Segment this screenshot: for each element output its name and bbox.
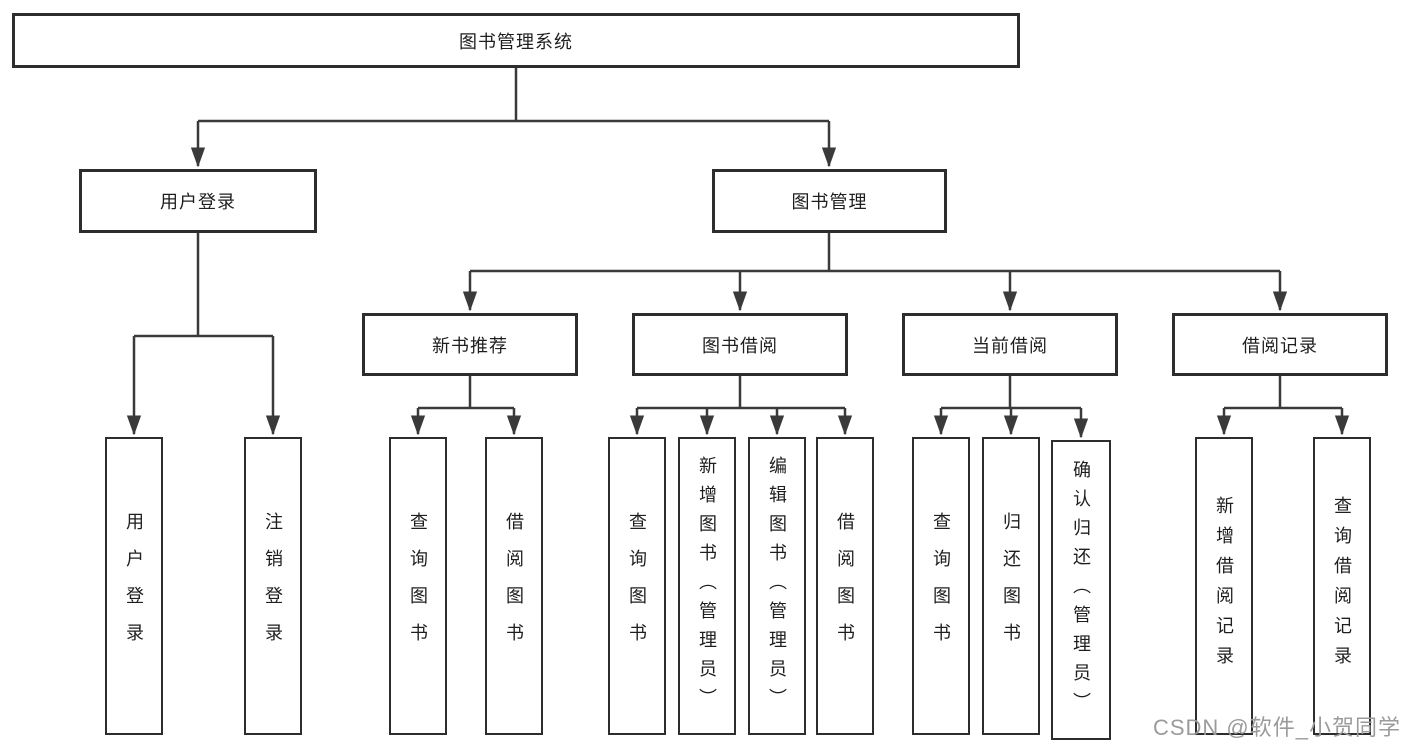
connector-bookborrow-trunk (637, 376, 845, 410)
leaf-label: 新增借阅记录 (1214, 496, 1234, 676)
leaf-query-books-borrow: 查询图书 (608, 437, 666, 735)
connector-newbookrec-trunk (418, 376, 514, 410)
node-label: 用户登录 (160, 192, 236, 212)
leaf-label: 确认归还（管理员） (1071, 459, 1091, 721)
leaf-label: 查询图书 (408, 512, 428, 660)
leaf-label: 查询图书 (931, 512, 951, 660)
leaf-add-borrow-record: 新增借阅记录 (1195, 437, 1253, 735)
leaf-label: 新增图书（管理员） (697, 455, 717, 717)
node-label: 当前借阅 (972, 335, 1048, 356)
node-new-book-recommend: 新书推荐 (362, 313, 578, 376)
leaf-borrow-books: 借阅图书 (816, 437, 874, 735)
leaf-borrow-books-recommend: 借阅图书 (485, 437, 543, 735)
watermark: CSDN @软件_小贺同学 (1152, 715, 1401, 740)
leaf-edit-book-admin: 编辑图书（管理员） (748, 437, 806, 735)
leaf-label: 编辑图书（管理员） (767, 455, 787, 717)
leaf-return-book: 归还图书 (982, 437, 1040, 735)
leaf-query-borrow-record: 查询借阅记录 (1313, 437, 1371, 735)
node-label: 新书推荐 (432, 335, 508, 356)
node-book-borrow: 图书借阅 (632, 313, 848, 376)
leaf-label: 用户登录 (124, 512, 144, 660)
leaf-logout: 注销登录 (244, 437, 302, 735)
node-user-login: 用户登录 (79, 169, 317, 233)
node-borrow-records: 借阅记录 (1172, 313, 1388, 376)
leaf-add-book-admin: 新增图书（管理员） (678, 437, 736, 735)
connector-borrowrecord-trunk (1224, 376, 1342, 410)
node-book-management: 图书管理 (712, 169, 947, 233)
leaf-confirm-return-admin: 确认归还（管理员） (1051, 440, 1111, 740)
connector-userlogin-trunk (134, 233, 273, 338)
node-label: 借阅记录 (1242, 335, 1318, 356)
leaf-label: 注销登录 (263, 512, 283, 660)
connector-currentborrow-trunk (941, 376, 1081, 410)
connector-root-trunk (198, 68, 829, 123)
leaf-label: 查询借阅记录 (1332, 496, 1352, 676)
leaf-label: 查询图书 (627, 512, 647, 660)
leaf-query-books-current: 查询图书 (912, 437, 970, 735)
leaf-user-login: 用户登录 (105, 437, 163, 735)
leaf-query-books-recommend: 查询图书 (389, 437, 447, 735)
connector-bookmgmt-trunk (470, 233, 1280, 273)
leaf-label: 借阅图书 (504, 512, 524, 660)
node-library-management-system: 图书管理系统 (12, 13, 1020, 68)
leaf-label: 归还图书 (1001, 512, 1021, 660)
node-label: 图书管理 (791, 192, 868, 212)
node-current-borrow: 当前借阅 (902, 313, 1118, 376)
node-label: 图书管理系统 (459, 31, 573, 52)
leaf-label: 借阅图书 (835, 512, 855, 660)
node-label: 图书借阅 (702, 335, 778, 356)
